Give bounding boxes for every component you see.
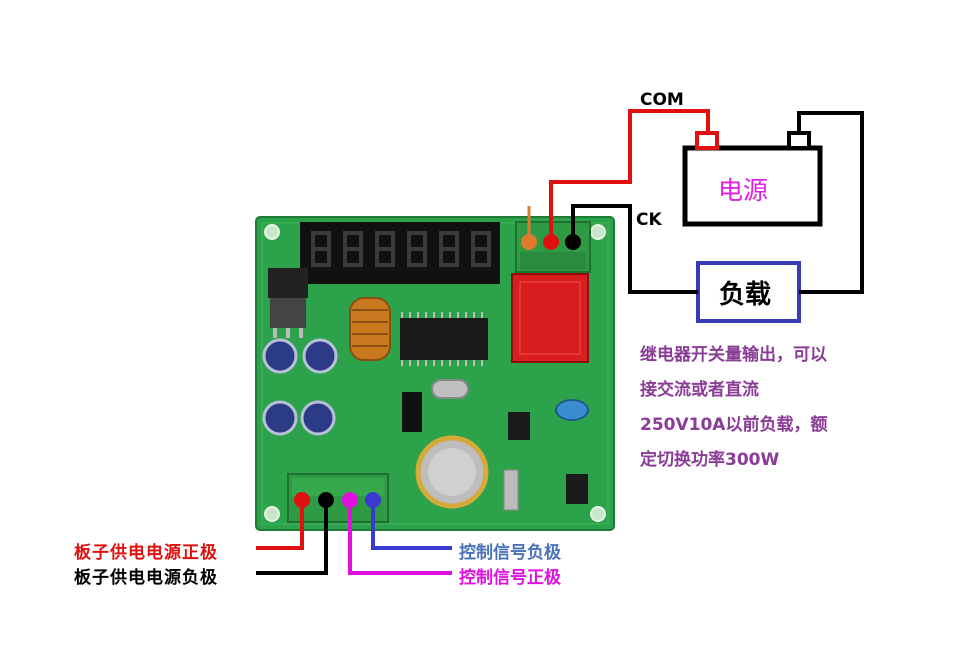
terminal-dots [294, 234, 581, 508]
small-ic-2 [566, 474, 588, 504]
control-signal-positive-label: 控制信号正极 [459, 568, 561, 588]
load-label: 负载 [719, 280, 772, 310]
ic-chip [400, 312, 488, 366]
inductor-coil [349, 297, 391, 361]
description-line: 继电器开关量输出，可以 [640, 345, 827, 365]
relay-nc-terminal [521, 234, 537, 250]
voltage-regulator [268, 268, 308, 338]
coin-battery [415, 435, 489, 509]
crystal-y2 [503, 469, 519, 511]
relay [511, 273, 589, 363]
mounting-holes [264, 224, 606, 522]
power-negative-wire [256, 500, 328, 575]
description-line: 接交流或者直流 [640, 380, 759, 400]
header-pins [402, 392, 422, 432]
relay-com-terminal [543, 234, 559, 250]
description-line: 250V10A以前负载，额 [640, 415, 828, 435]
ck-wire [571, 204, 698, 294]
signal-negative-wire [371, 500, 452, 550]
com-label: COM [640, 90, 684, 110]
signal-negative-terminal [365, 492, 381, 508]
signal-positive-wire [348, 500, 452, 575]
pcb-board [255, 216, 615, 531]
signal-positive-terminal [342, 492, 358, 508]
small-ic [508, 412, 530, 440]
electrolytic-capacitors [262, 338, 338, 436]
power-negative-terminal [318, 492, 334, 508]
board-power-negative-label: 板子供电电源负极 [74, 568, 218, 588]
board-power-positive-label: 板子供电电源正极 [74, 543, 218, 563]
ceramic-capacitor [555, 399, 589, 421]
power-source-box [682, 131, 823, 227]
wires [256, 109, 864, 575]
seven-segment-display [300, 222, 500, 284]
power-positive-terminal [294, 492, 310, 508]
power-positive-wire [256, 500, 304, 550]
control-signal-negative-label: 控制信号负极 [459, 543, 561, 563]
relay-no-terminal [565, 234, 581, 250]
description-line: 定切换功率300W [640, 450, 780, 470]
power-source-label: 电源 [718, 176, 769, 205]
com-wire [549, 109, 710, 242]
load-return-wire [797, 111, 864, 294]
ck-label: CK [636, 210, 662, 230]
relay-description: 继电器开关量输出，可以 接交流或者直流 250V10A以前负载，额 定切换功率3… [640, 338, 880, 478]
crystal-oscillator [431, 379, 469, 399]
